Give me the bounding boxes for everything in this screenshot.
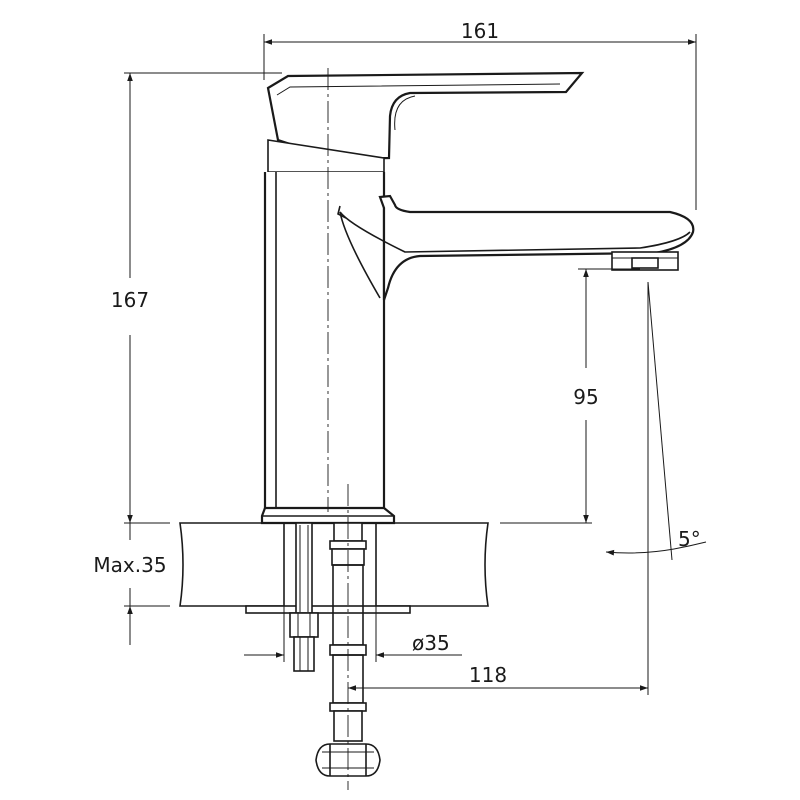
dimension-angle: 5° — [605, 281, 707, 561]
dimension-total-height: 167 — [111, 72, 282, 524]
spout — [378, 194, 695, 301]
dimension-max-thickness-label: Max.35 — [93, 553, 166, 577]
dimension-hole-diameter-label: ø35 — [412, 631, 450, 655]
dimension-hole-diameter: ø35 — [244, 606, 462, 662]
dimension-total-width: 161 — [263, 19, 697, 210]
mounting-plate — [245, 605, 411, 614]
dimension-total-width-label: 161 — [461, 19, 499, 43]
dimension-spout-height: 95 — [500, 268, 640, 524]
dimension-angle-label: 5° — [678, 527, 701, 551]
center-lines — [327, 68, 349, 790]
dimension-max-thickness: Max.35 — [93, 523, 170, 645]
dimension-total-height-label: 167 — [111, 288, 149, 312]
fixing-stud — [289, 522, 319, 672]
faucet-body — [260, 71, 695, 525]
dimension-spout-height-label: 95 — [573, 385, 598, 409]
dimension-reach-label: 118 — [469, 663, 507, 687]
dimension-reach: 118 — [348, 282, 649, 695]
lever-handle — [266, 71, 585, 161]
